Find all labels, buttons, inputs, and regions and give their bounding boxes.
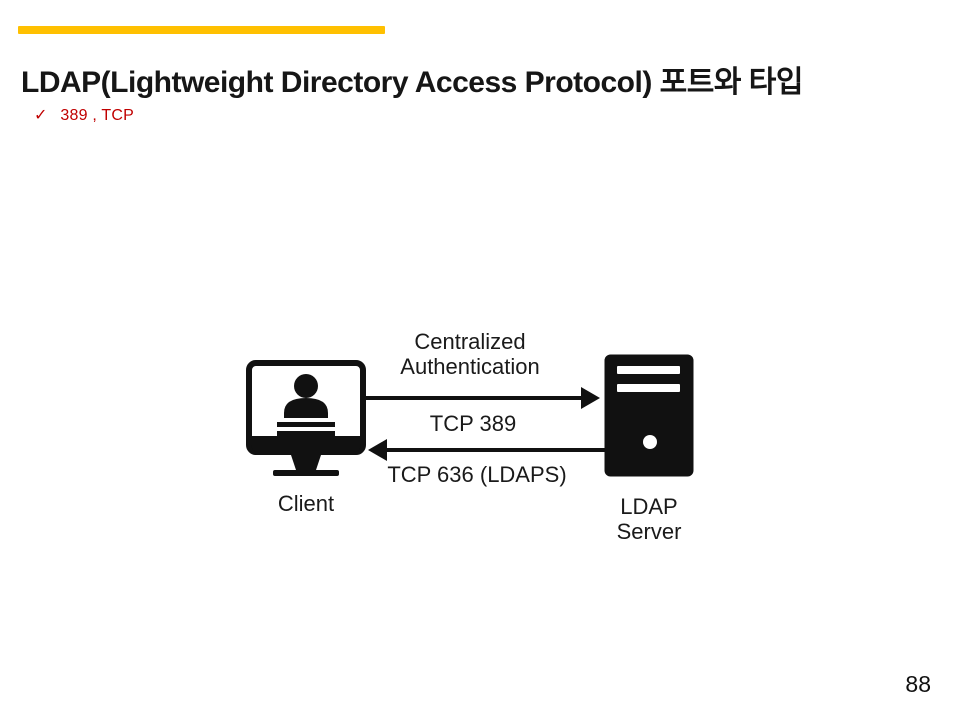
client-monitor-user-icon — [246, 360, 366, 476]
request-arrow-shaft — [366, 396, 582, 400]
accent-bar — [18, 26, 385, 34]
request-arrow-head-icon — [581, 387, 600, 409]
request-arrow-caption-line1: Centralized — [414, 329, 526, 354]
ldap-diagram: Centralized Authentication TCP 389 TCP 6… — [230, 310, 710, 560]
response-arrow-shaft — [386, 448, 610, 452]
checkmark-icon: ✓ — [34, 107, 48, 124]
server-label-line2: Server — [616, 519, 682, 544]
request-arrow-port-label: TCP 389 — [429, 411, 517, 436]
server-label-line1: LDAP — [620, 494, 678, 519]
bullet-text: 389 , TCP — [60, 107, 134, 124]
page-number: 88 — [905, 671, 931, 697]
response-arrow-head-icon — [368, 439, 387, 461]
server-tower-icon — [603, 353, 695, 478]
page-title: LDAP(Lightweight Directory Access Protoc… — [21, 66, 803, 100]
request-arrow-caption: Centralized Authentication — [370, 329, 570, 379]
request-arrow-caption-line2: Authentication — [400, 354, 540, 379]
server-label: LDAP Server — [603, 494, 695, 544]
client-label: Client — [277, 491, 335, 516]
response-arrow-port-label: TCP 636 (LDAPS) — [387, 462, 567, 487]
bullet-item: ✓ 389 , TCP — [34, 107, 134, 125]
